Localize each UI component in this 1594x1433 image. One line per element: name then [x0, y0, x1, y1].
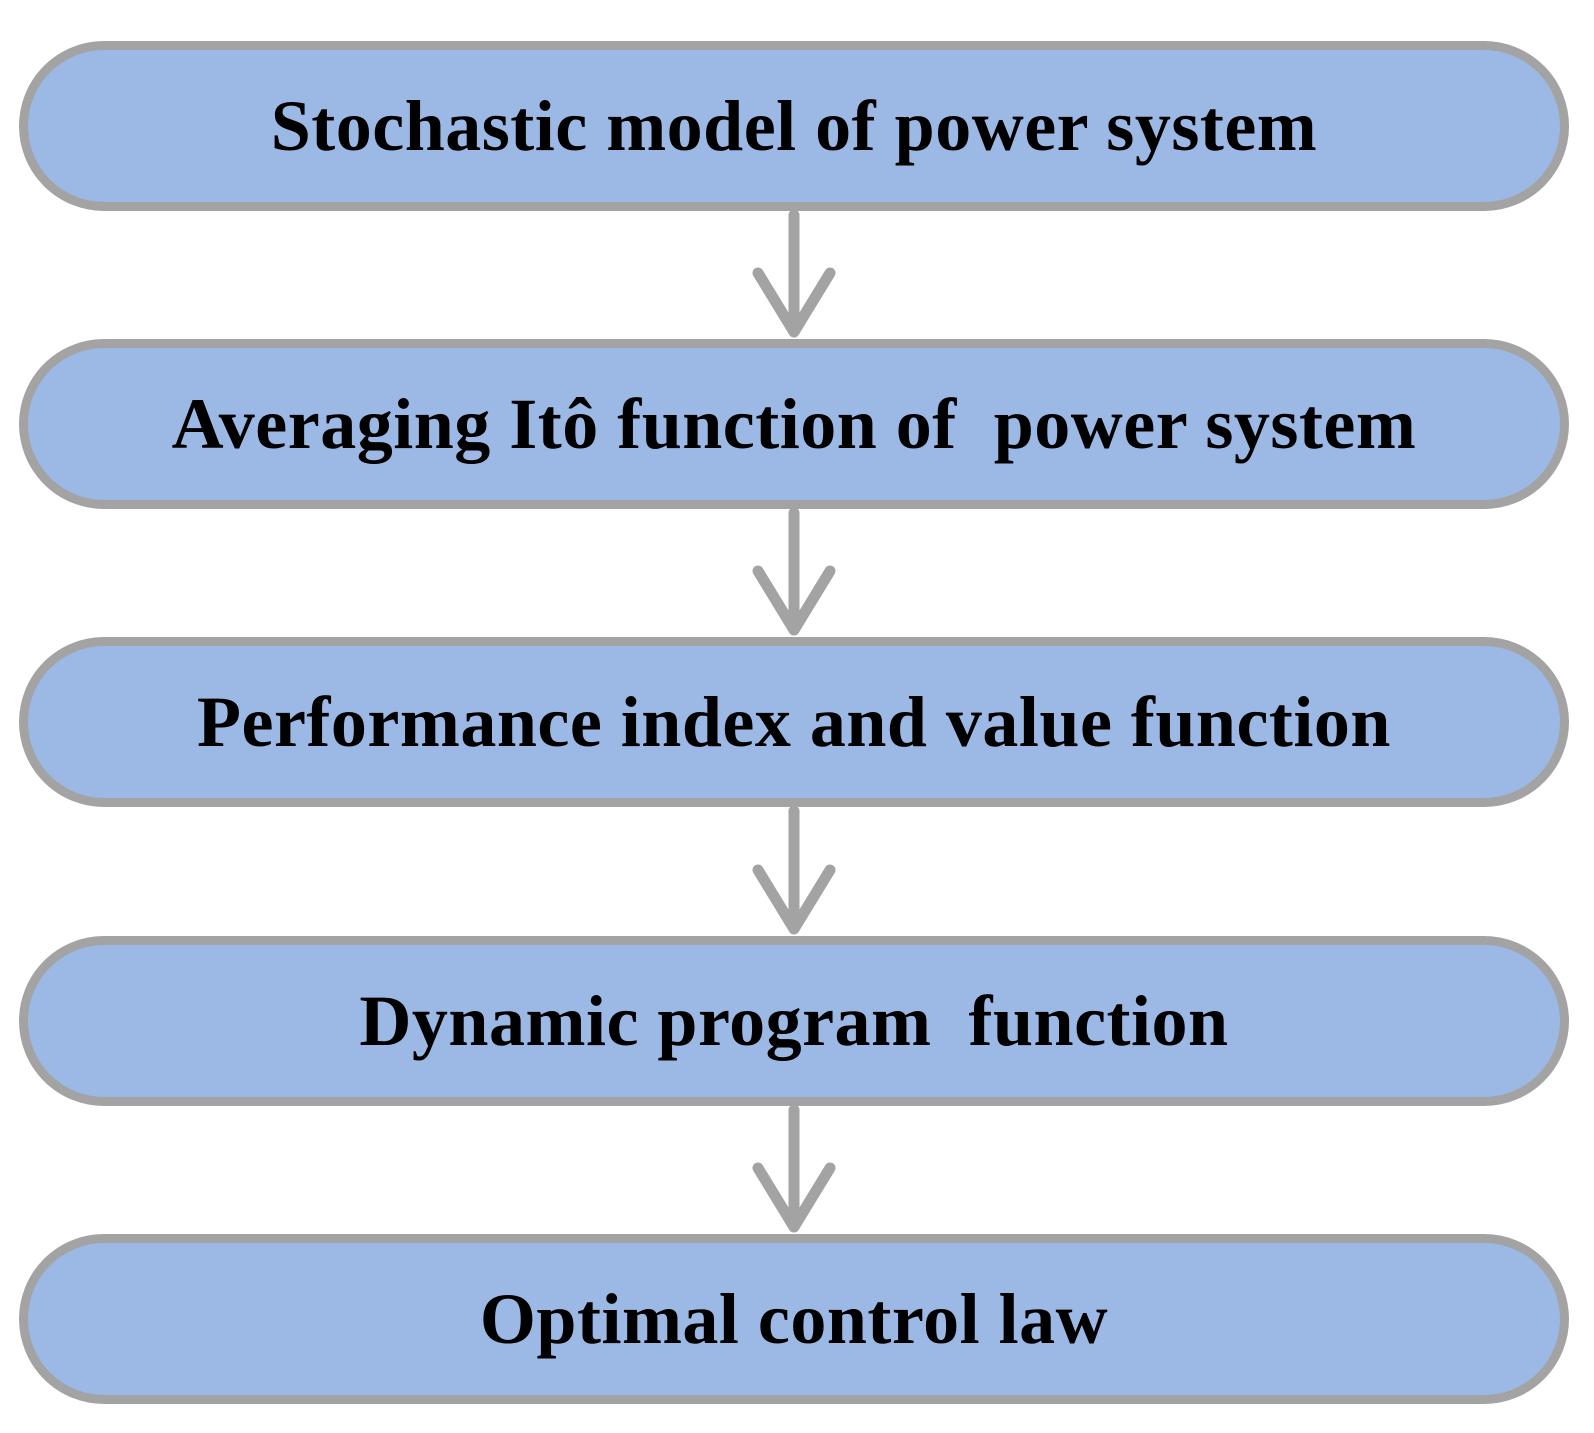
down-arrow-icon: [752, 805, 836, 935]
flow-step-optimal-control-law: Optimal control law: [19, 1234, 1569, 1404]
flow-step-label: Performance index and value function: [197, 682, 1391, 762]
down-arrow-icon: [752, 209, 836, 338]
flow-step-label: Averaging Itô function of power system: [171, 384, 1417, 464]
down-arrow-icon: [752, 507, 836, 636]
flow-step-stochastic-model: Stochastic model of power system: [19, 41, 1569, 211]
flow-step-label: Dynamic program function: [359, 981, 1229, 1061]
down-arrow-icon: [752, 1104, 836, 1233]
flow-step-label: Optimal control law: [479, 1279, 1109, 1359]
flow-step-label: Stochastic model of power system: [270, 86, 1318, 166]
flow-step-dynamic-program: Dynamic program function: [19, 936, 1569, 1106]
flow-step-averaging-ito-function: Averaging Itô function of power system: [19, 339, 1569, 509]
flow-step-performance-index: Performance index and value function: [19, 637, 1569, 807]
